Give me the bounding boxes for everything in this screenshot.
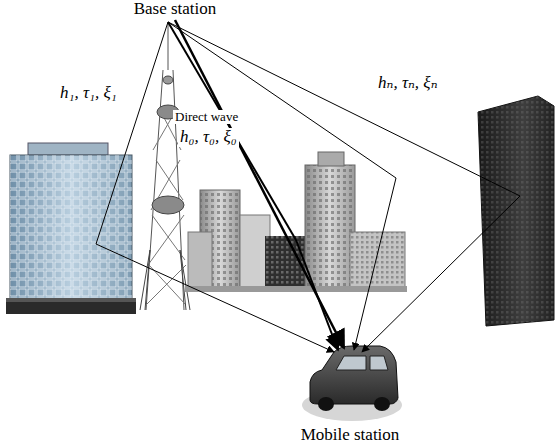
base-station-node: Base station xyxy=(132,0,219,18)
channel-parameters: hₙ, τₙ, ξₙ xyxy=(376,74,440,93)
channel-parameters: h₁, τ₁, ξ₁ xyxy=(58,84,119,103)
channel-parameters: h₀, τ₀, ξ₀ xyxy=(178,128,239,147)
direct-wave xyxy=(175,20,344,348)
path-name: Direct wave xyxy=(173,110,240,124)
mobile-station-node: Mobile station xyxy=(299,340,402,444)
station-label: Mobile station xyxy=(299,426,402,444)
station-label: Base station xyxy=(132,0,219,18)
